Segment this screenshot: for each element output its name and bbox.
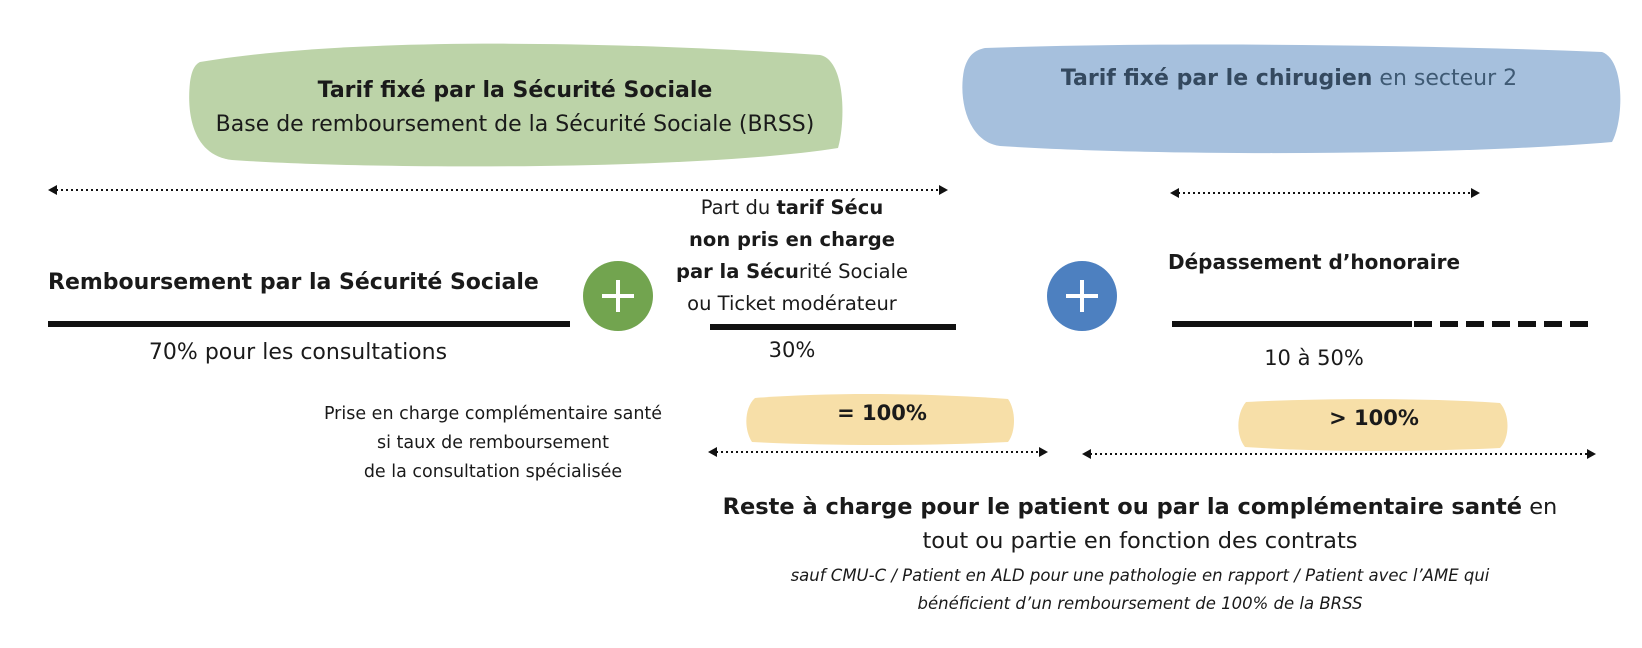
part-line-2: non pris en charge (689, 228, 895, 251)
comp-note-line-1: Prise en charge complémentaire santé (323, 404, 663, 424)
surgeon-tariff-title: Tarif fixé par le chirugien en secteur 2 (962, 62, 1616, 96)
pill-greater-100 (1238, 399, 1508, 451)
complementaire-note: Prise en charge complémentaire santé si … (282, 400, 704, 487)
sauf-line-2: bénéficient d’un remboursement de 100% d… (917, 594, 1363, 613)
plus-icon-blue (1047, 261, 1117, 331)
exceptions-note: sauf CMU-C / Patient en ALD pour une pat… (640, 562, 1640, 618)
depassement-percent: 10 à 50% (1264, 346, 1364, 370)
remboursement-percent: 70% pour les consultations (148, 340, 448, 365)
part-line-1: Part du tarif Sécu (676, 192, 908, 224)
underline-ticket (710, 324, 956, 330)
reste-rest: en (1522, 494, 1558, 520)
surgeon-tariff-rest: en secteur 2 (1372, 66, 1518, 91)
pill-equal-100 (746, 393, 1014, 445)
comp-note-line-3: de la consultation spécialisée (363, 462, 623, 482)
green-box-text: Tarif fixé par la Sécurité Sociale Base … (190, 74, 840, 142)
reste-line-1: Reste à charge pour le patient ou par la… (640, 490, 1640, 524)
arrow-reste-left (708, 447, 1048, 457)
brss-subtitle: Base de remboursement de la Sécurité Soc… (215, 112, 815, 137)
blue-box (962, 44, 1621, 154)
underline-depassement-solid (1172, 321, 1412, 327)
comp-note-line-2: si taux de remboursement (377, 433, 609, 453)
part-line-1-prefix: Part du (700, 196, 777, 219)
greater-100-label: > 100% (1329, 406, 1419, 430)
equal-100-label: = 100% (837, 401, 927, 425)
arrow-brss (48, 185, 948, 195)
green-box (189, 43, 843, 167)
brss-title: Tarif fixé par la Sécurité Sociale (317, 78, 713, 103)
plus-icon-green (583, 261, 653, 331)
depassement-label: Dépassement d’honoraire (1167, 250, 1461, 274)
arrow-depassement (1170, 188, 1480, 198)
reste-a-charge: Reste à charge pour le patient ou par la… (640, 490, 1640, 558)
reste-line-2: tout ou partie en fonction des contrats (922, 528, 1358, 554)
part-line-3-bold: par la Sécu (676, 260, 799, 283)
part-line-3-rest: rité Sociale (798, 260, 908, 283)
surgeon-tariff-bold: Tarif fixé par le chirugien (1060, 66, 1373, 91)
arrow-reste-right (1082, 449, 1596, 459)
part-line-1-bold: tarif Sécu (776, 196, 884, 219)
ticket-moderateur-percent: 30% (768, 338, 816, 362)
underline-remboursement (48, 321, 570, 327)
reste-bold: Reste à charge pour le patient ou par la… (722, 494, 1523, 520)
ticket-moderateur-label: Part du tarif Sécu non pris en charge pa… (676, 192, 908, 320)
remboursement-label: Remboursement par la Sécurité Sociale (48, 270, 539, 295)
sauf-line-1: sauf CMU-C / Patient en ALD pour une pat… (790, 566, 1490, 585)
part-line-3: par la Sécurité Sociale (676, 256, 908, 288)
part-line-4: ou Ticket modérateur (687, 292, 897, 315)
